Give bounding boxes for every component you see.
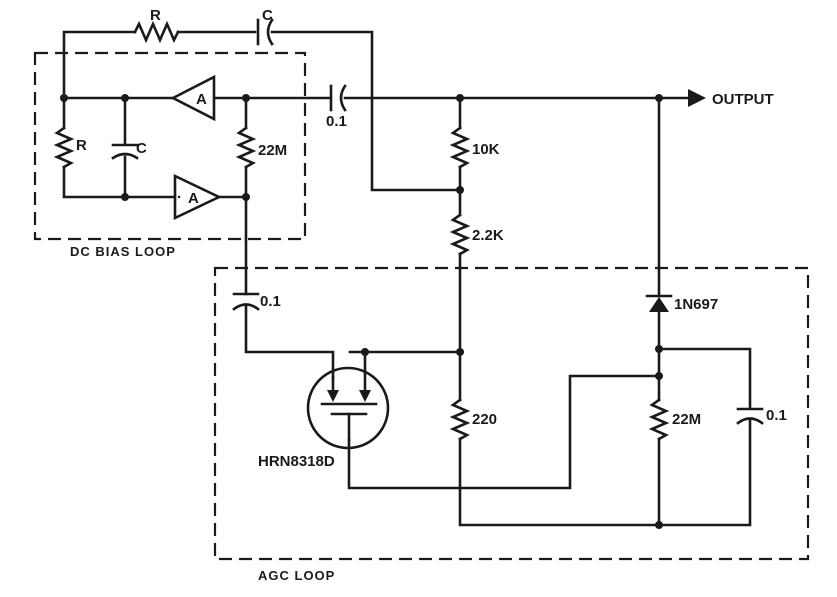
capacitor-c-top [256, 18, 274, 46]
diode-1n697 [645, 294, 673, 312]
resistor-r-top [133, 20, 180, 44]
label-cap-01-coupling: 0.1 [326, 113, 347, 130]
label-cap-01-right: 0.1 [766, 407, 787, 424]
label-dc-bias-loop: DC BIAS LOOP [70, 244, 176, 259]
fet-arrow-right [359, 390, 371, 402]
label-c-top: C [262, 7, 273, 24]
capacitor-01-agc [232, 292, 260, 311]
label-220: 220 [472, 411, 497, 428]
label-amp-top: A [196, 91, 207, 108]
resistor-22m-agc [648, 398, 670, 441]
label-c-left: C [136, 140, 147, 157]
label-2-2k: 2.2K [472, 227, 504, 244]
agc-loop-box [213, 266, 810, 561]
wire-bottom-left [62, 165, 177, 199]
resistor-22m-dc [235, 126, 257, 169]
resistor-10k [449, 126, 471, 169]
wire-220-bottom [458, 437, 661, 527]
label-agc-loop: AGC LOOP [258, 568, 335, 583]
wire-cap-to-gate [244, 304, 335, 380]
wire-fet-source-loop [347, 374, 661, 490]
label-cap-01-agc: 0.1 [260, 293, 281, 310]
resistor-220 [449, 398, 471, 441]
resistor-2-2k [449, 213, 471, 256]
label-fet: HRN8318D [258, 453, 335, 470]
capacitor-01-right [736, 407, 764, 425]
label-22m-agc: 22M [672, 411, 701, 428]
capacitor-01-coupling [329, 84, 347, 112]
label-r-left: R [76, 137, 87, 154]
resistor-r-left [53, 126, 75, 169]
label-diode: 1N697 [674, 296, 718, 313]
label-r-top: R [150, 7, 161, 24]
wire-22m-to-amp [217, 165, 248, 199]
dc-bias-loop-box [33, 51, 307, 241]
wire-cap-right-bottom [657, 418, 752, 527]
label-22m-dc: 22M [258, 142, 287, 159]
junction-dots [60, 94, 663, 529]
amp-dot: · [177, 189, 182, 206]
label-10k: 10K [472, 141, 500, 158]
capacitor-c-left [111, 143, 139, 160]
amplifier-top [170, 74, 216, 122]
label-output: OUTPUT [712, 91, 774, 108]
label-amp-bottom: A [188, 190, 199, 207]
fet-arrow-left [327, 390, 339, 402]
top-feedback-wire [62, 30, 462, 192]
output-arrow [688, 89, 706, 107]
wire-cap-right-top [657, 347, 752, 410]
